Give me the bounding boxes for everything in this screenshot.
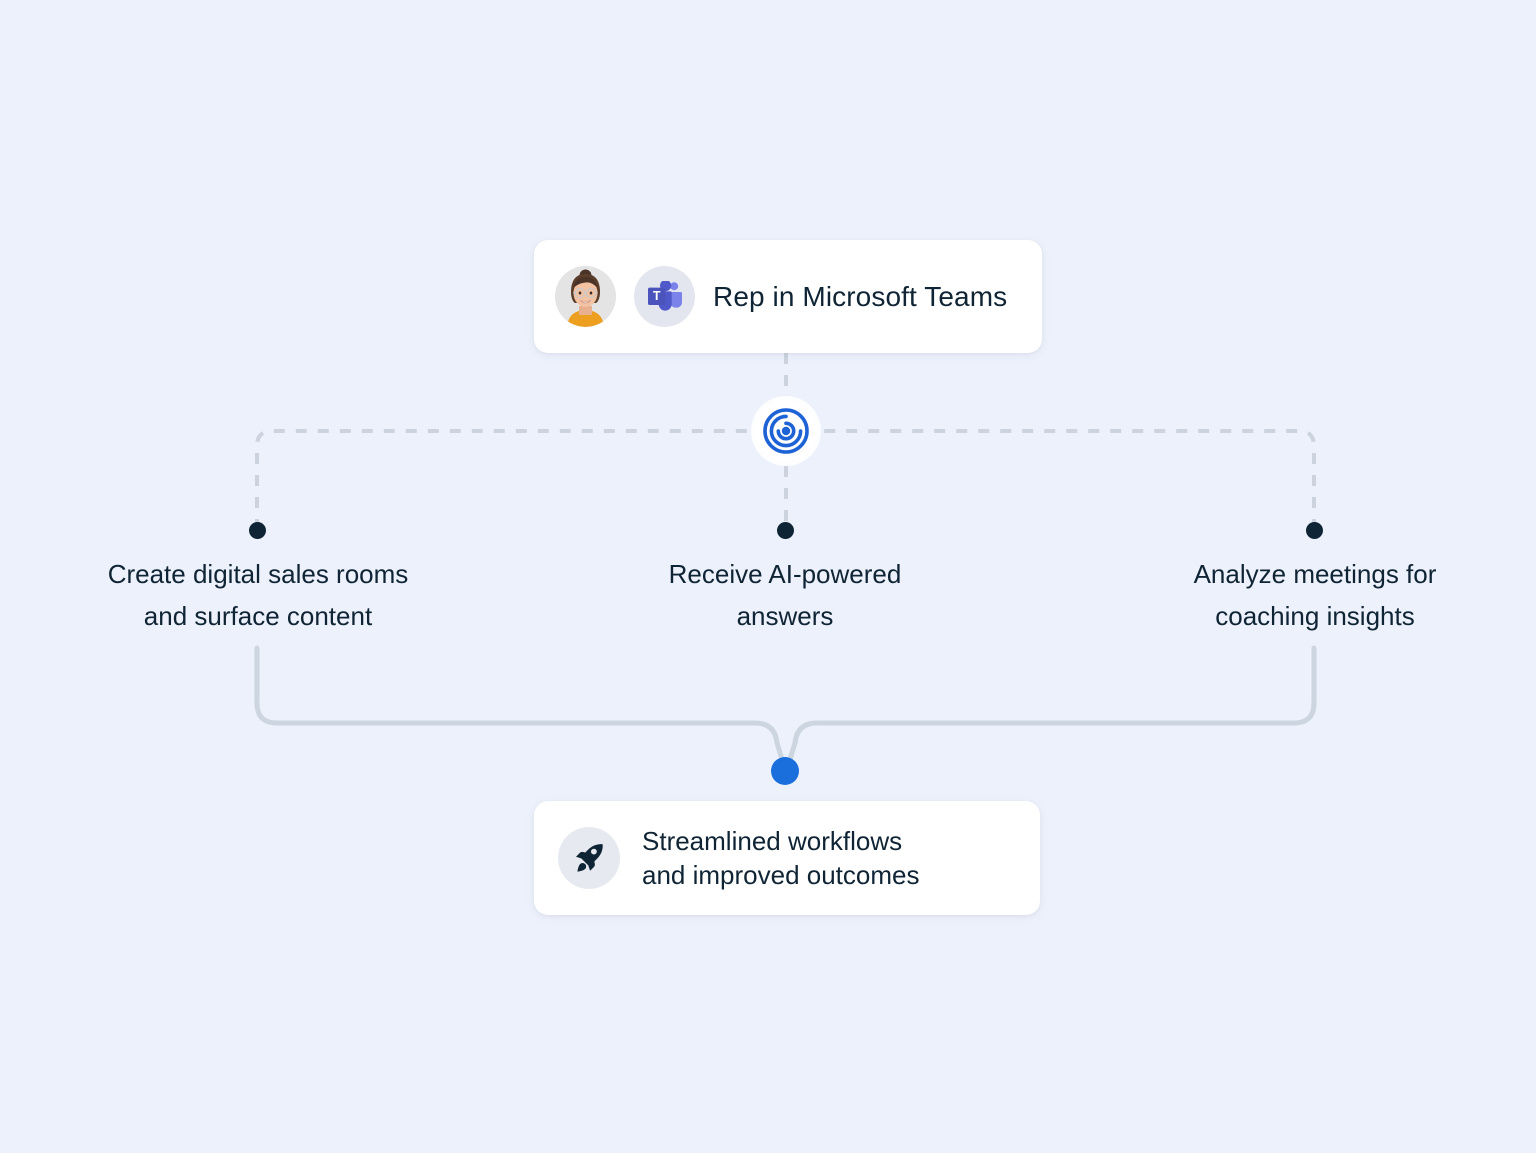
outcome-node-label: Streamlined workflows and improved outco…	[642, 826, 920, 890]
branch-dot-left	[249, 522, 266, 539]
source-node-card[interactable]: T Rep in Microsoft Teams	[534, 240, 1042, 353]
branch-dot-center	[777, 522, 794, 539]
branch-label-right: Analyze meetings for coaching insights	[1193, 559, 1437, 631]
solid-left-to-merge	[254, 645, 787, 769]
rocket-glyph	[576, 844, 603, 872]
svg-text:T: T	[652, 289, 660, 303]
dash-hub-to-left	[255, 429, 751, 530]
outcome-node-card[interactable]: Streamlined workflows and improved outco…	[534, 801, 1040, 915]
branch-dot-right	[1306, 522, 1323, 539]
spiral-target-glyph	[763, 408, 809, 454]
avatar	[555, 266, 616, 327]
teams-glyph: T	[647, 280, 682, 311]
rocket-icon	[558, 827, 620, 889]
branch-label-left: Create digital sales rooms and surface c…	[107, 559, 409, 631]
source-node-label: Rep in Microsoft Teams	[713, 280, 1008, 312]
brand-spiral-logo[interactable]	[751, 396, 821, 466]
branch-label-center: Receive AI-powered answers	[668, 559, 902, 631]
solid-right-to-merge	[785, 645, 1317, 769]
merge-dot	[771, 757, 799, 785]
microsoft-teams-icon: T	[634, 266, 695, 327]
avatar-photo	[555, 266, 616, 327]
dash-hub-to-right	[821, 429, 1316, 530]
